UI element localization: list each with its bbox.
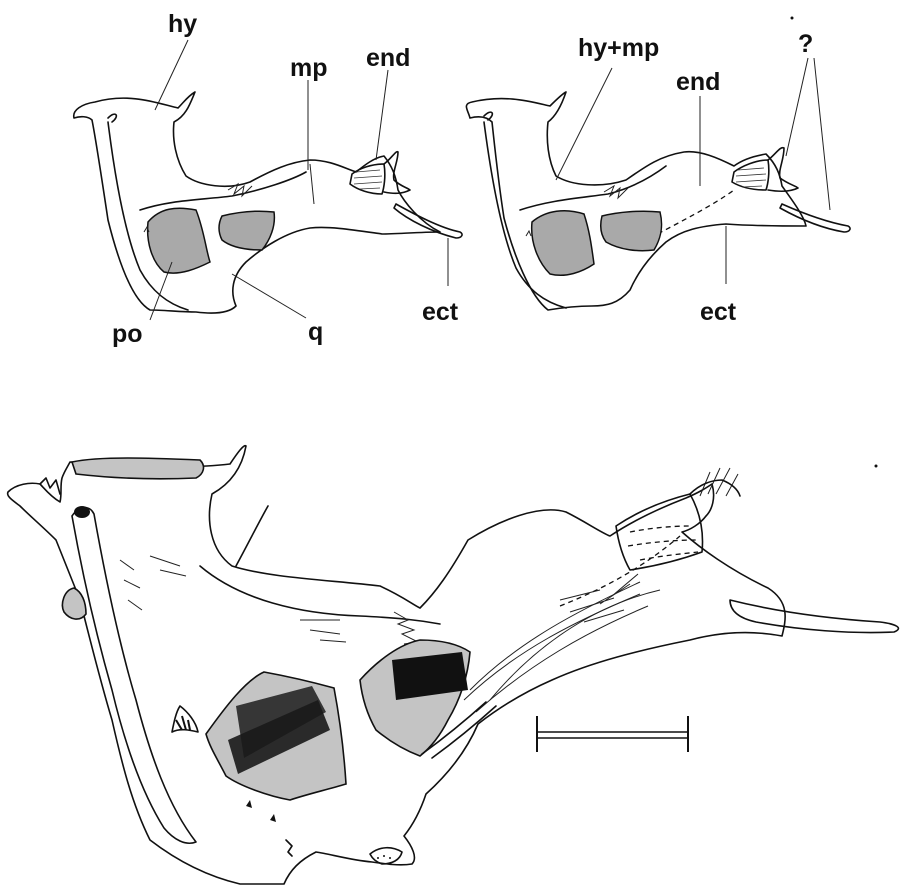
panel-left-drawing bbox=[74, 40, 462, 320]
label-po: po bbox=[112, 320, 143, 348]
bottom-preopercle-rod bbox=[72, 508, 196, 844]
left-suspensorium-outline bbox=[74, 92, 440, 313]
bottom-endopterygoid-cap bbox=[616, 494, 703, 570]
right-cartilage-block-2 bbox=[601, 211, 662, 251]
left-cartilage-block-2 bbox=[219, 211, 274, 250]
bottom-left-lobe bbox=[62, 588, 86, 619]
right-ectopterygoid bbox=[780, 204, 850, 232]
left-endopterygoid-cap bbox=[350, 164, 385, 194]
right-suspensorium-outline bbox=[466, 92, 806, 310]
stray-dot bbox=[875, 465, 878, 468]
panel-bottom-drawing bbox=[8, 446, 899, 884]
label-hy: hy bbox=[168, 10, 197, 38]
label-ect-left: ect bbox=[422, 298, 459, 326]
label-q: q bbox=[308, 318, 323, 346]
label-question: ? bbox=[798, 30, 813, 58]
stray-dot bbox=[791, 17, 794, 20]
left-cartilage-block-1 bbox=[148, 208, 210, 273]
panel-right-drawing bbox=[466, 58, 850, 310]
label-hy-mp: hy+mp bbox=[578, 34, 659, 62]
right-cartilage-block-1 bbox=[532, 211, 594, 276]
label-end-right: end bbox=[676, 68, 720, 96]
label-mp: mp bbox=[290, 54, 328, 82]
label-end: end bbox=[366, 44, 410, 72]
bottom-top-cartilage bbox=[72, 458, 203, 479]
bottom-ectopterygoid bbox=[730, 600, 898, 633]
label-ect-right: ect bbox=[700, 298, 737, 326]
scale-bar bbox=[537, 716, 688, 752]
